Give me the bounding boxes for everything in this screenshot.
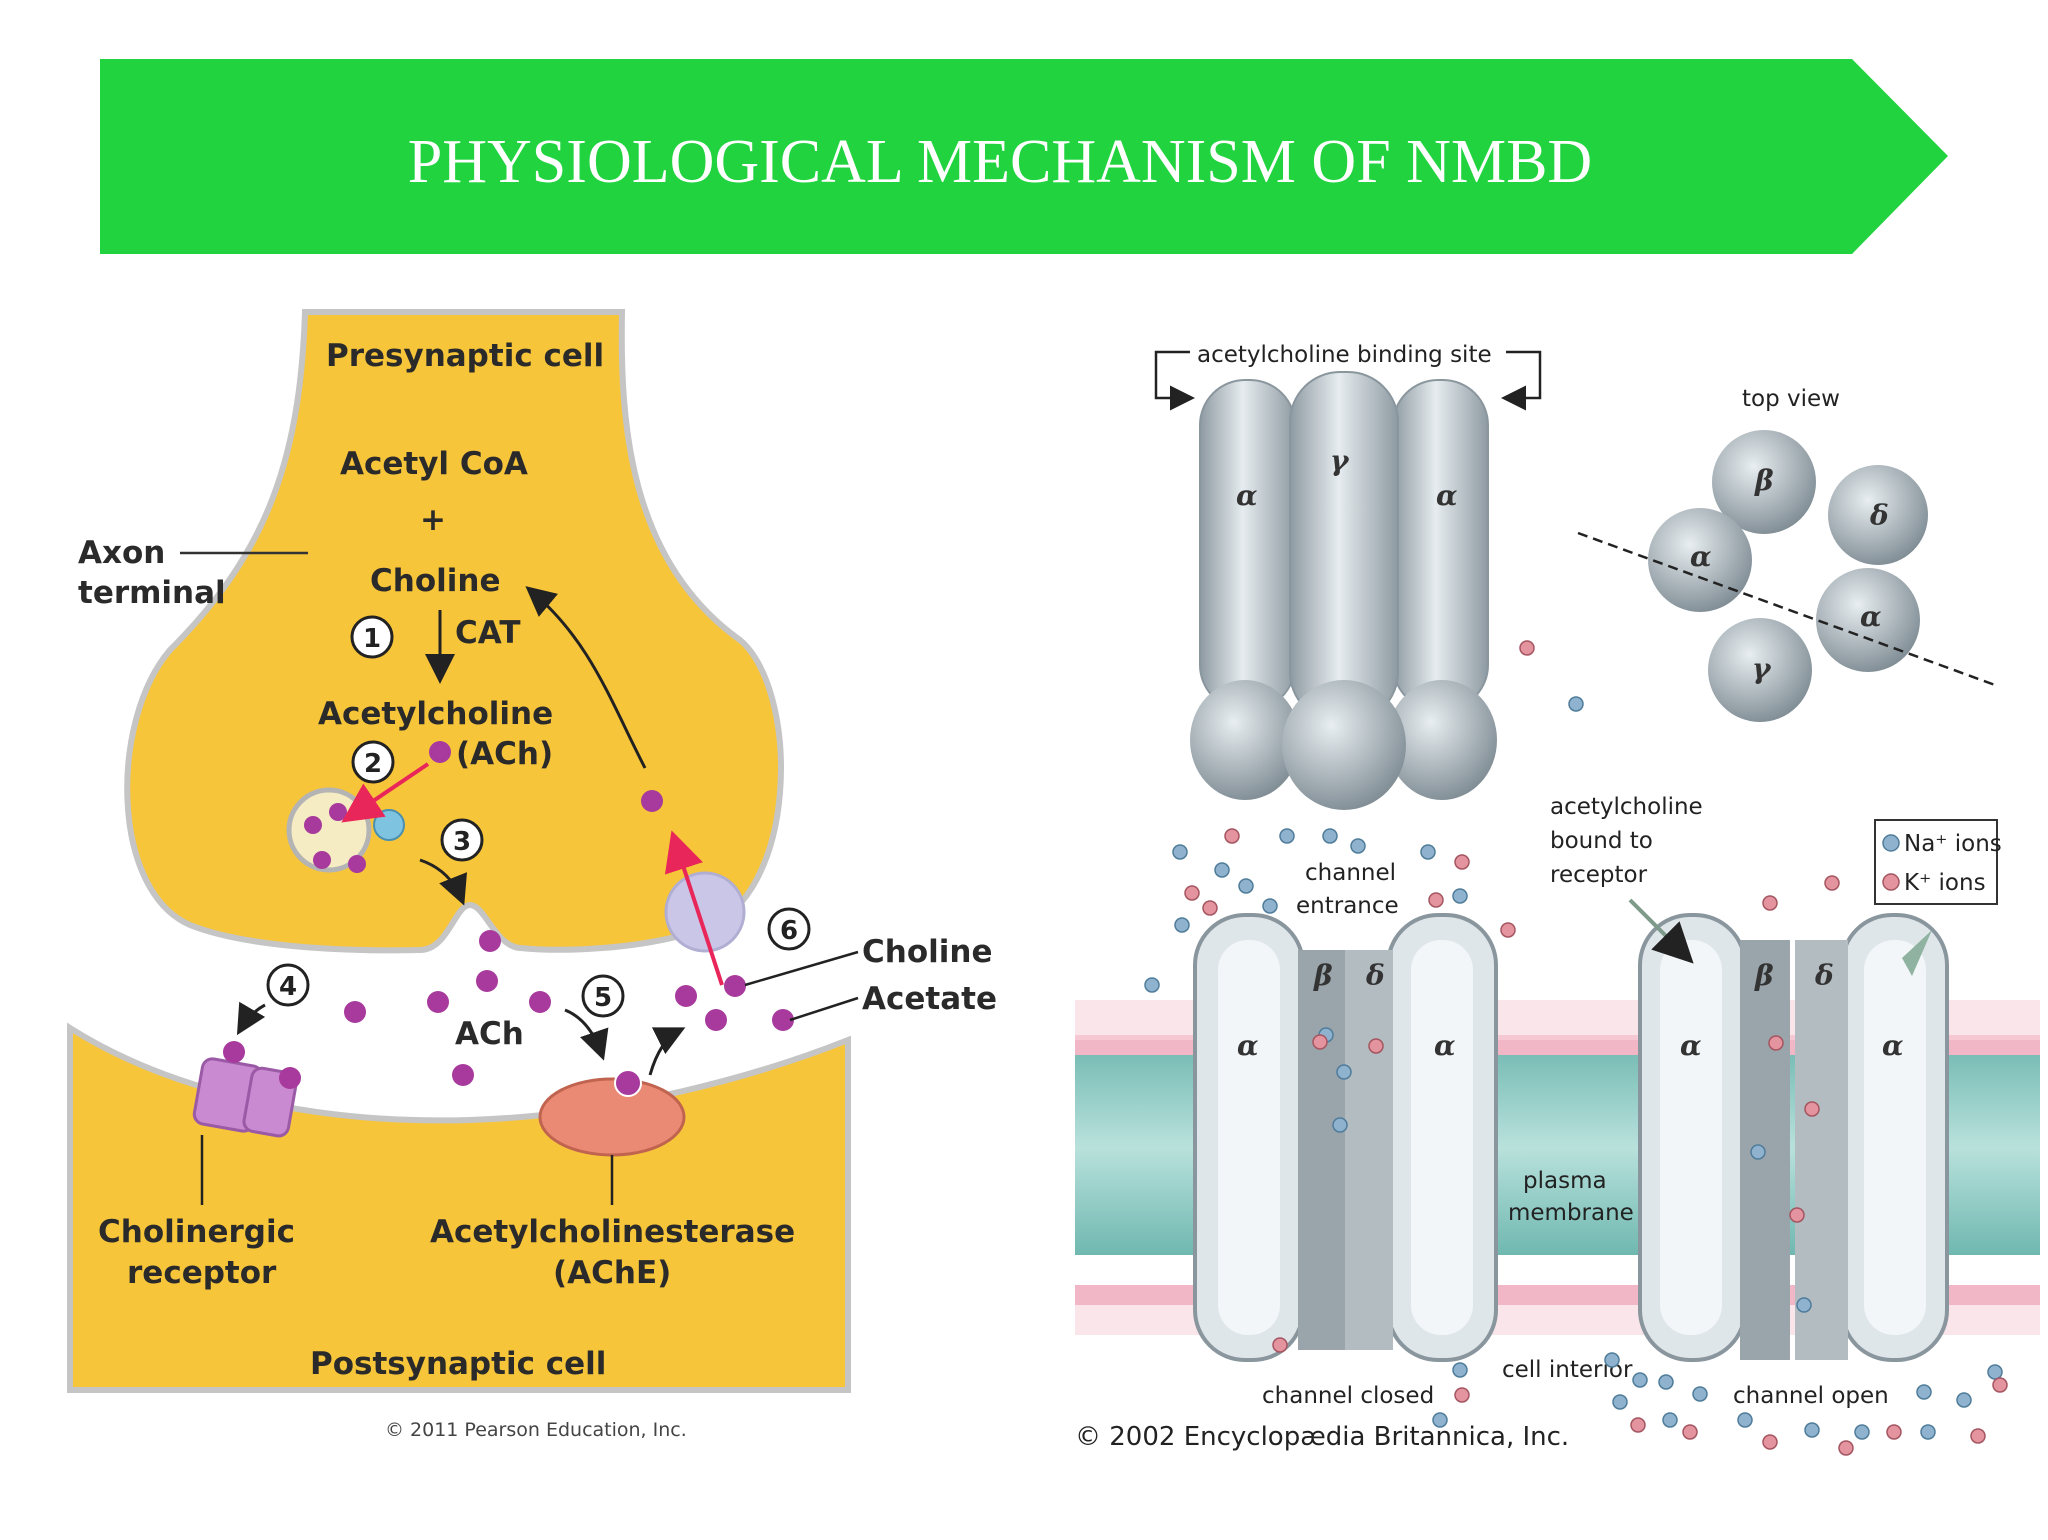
channel-entrance-line1: channel	[1305, 860, 1396, 886]
top-alpha-right: α	[1860, 600, 1882, 633]
cat-label: CAT	[455, 615, 520, 651]
ach-paren-label: (ACh)	[456, 736, 553, 772]
legend-k-label: K⁺ ions	[1904, 870, 1986, 896]
channel-open-label: channel open	[1733, 1383, 1889, 1409]
channel-open: α β δ α	[1628, 898, 1949, 1362]
open-alpha-left: α	[1680, 1029, 1702, 1062]
plasma-membrane-line1: plasma	[1523, 1168, 1607, 1194]
closed-beta: β	[1313, 959, 1333, 992]
svg-text:2: 2	[364, 749, 382, 779]
k-ions	[1184, 640, 2008, 1456]
step-1-badge: 1	[350, 615, 394, 659]
slide-title: PHYSIOLOGICAL MECHANISM OF NMBD	[408, 128, 1592, 196]
bound-label-line3: receptor	[1550, 862, 1648, 888]
open-delta: δ	[1814, 959, 1834, 992]
svg-text:5: 5	[594, 983, 612, 1013]
bound-label-line2: bound to	[1550, 828, 1653, 854]
channel-closed-label: channel closed	[1262, 1383, 1434, 1409]
plasma-membrane-line2: membrane	[1508, 1200, 1634, 1226]
synapse-diagram: Presynaptic cell Acetyl CoA + Axon termi…	[40, 300, 997, 1480]
step-3-badge: 3	[440, 818, 484, 862]
step-4-badge: 4	[266, 963, 310, 1007]
channel-closed: α β δ α	[1193, 913, 1498, 1362]
receptor-label-line1: Cholinergic	[98, 1214, 295, 1250]
closed-delta: δ	[1365, 959, 1385, 992]
ache-label-line1: Acetylcholinesterase	[430, 1214, 795, 1250]
acetylcholine-label: Acetylcholine	[318, 696, 553, 732]
acetate-label: Acetate	[862, 981, 997, 1017]
nicotinic-receptor-diagram: acetylcholine binding site α γ α top vie…	[1075, 342, 2040, 1456]
receptor-top-view: top view β δ α α γ	[1577, 386, 1996, 722]
step-5-badge: 5	[581, 974, 625, 1018]
presynaptic-terminal	[124, 309, 784, 954]
plus-sign: +	[420, 502, 446, 538]
choline-right-label: Choline	[862, 934, 992, 970]
step-6-badge: 6	[767, 907, 811, 951]
channel-entrance-line2: entrance	[1296, 893, 1399, 919]
ache-label-line2: (AChE)	[553, 1255, 671, 1291]
top-alpha-left: α	[1690, 540, 1712, 573]
receptor-label-line2: receptor	[127, 1255, 277, 1291]
side-alpha-right: α	[1436, 479, 1458, 512]
presynaptic-label: Presynaptic cell	[326, 338, 604, 374]
choline-top-label: Choline	[370, 563, 500, 599]
acetyl-coa-label: Acetyl CoA	[340, 446, 528, 482]
binding-site-label: acetylcholine binding site	[1197, 342, 1492, 368]
svg-text:6: 6	[780, 916, 798, 946]
axon-label-line2: terminal	[78, 575, 226, 611]
title-banner: PHYSIOLOGICAL MECHANISM OF NMBD	[100, 59, 1948, 254]
side-gamma: γ	[1330, 444, 1350, 477]
step-2-badge: 2	[351, 740, 395, 784]
side-alpha-left: α	[1236, 479, 1258, 512]
ach-cleft-label: ACh	[455, 1016, 524, 1052]
top-gamma: γ	[1752, 652, 1772, 685]
top-delta: δ	[1869, 499, 1889, 532]
open-alpha-right: α	[1882, 1029, 1904, 1062]
choline-transporter	[664, 871, 746, 953]
svg-text:3: 3	[453, 827, 471, 857]
closed-alpha-right: α	[1434, 1029, 1456, 1062]
top-beta: β	[1754, 464, 1774, 497]
receptor-side-view: acetylcholine binding site α γ α	[1154, 342, 1542, 810]
pearson-copyright: © 2011 Pearson Education, Inc.	[385, 1419, 687, 1441]
svg-text:1: 1	[363, 624, 381, 654]
ach-molecules	[344, 930, 794, 1086]
top-view-label: top view	[1742, 386, 1840, 412]
na-ions	[1144, 696, 2003, 1440]
svg-text:4: 4	[279, 972, 297, 1002]
bound-label-line1: acetylcholine	[1550, 794, 1703, 820]
open-beta: β	[1754, 959, 1774, 992]
legend-na-label: Na⁺ ions	[1904, 831, 2002, 857]
cholinergic-receptor	[192, 1041, 301, 1138]
closed-alpha-left: α	[1237, 1029, 1259, 1062]
ion-legend: Na⁺ ions K⁺ ions	[1874, 819, 2002, 905]
axon-label-line1: Axon	[78, 535, 165, 571]
acetylcholinesterase-enzyme	[538, 1077, 686, 1157]
postsynaptic-label: Postsynaptic cell	[310, 1346, 606, 1382]
britannica-copyright: © 2002 Encyclopædia Britannica, Inc.	[1075, 1422, 1569, 1452]
